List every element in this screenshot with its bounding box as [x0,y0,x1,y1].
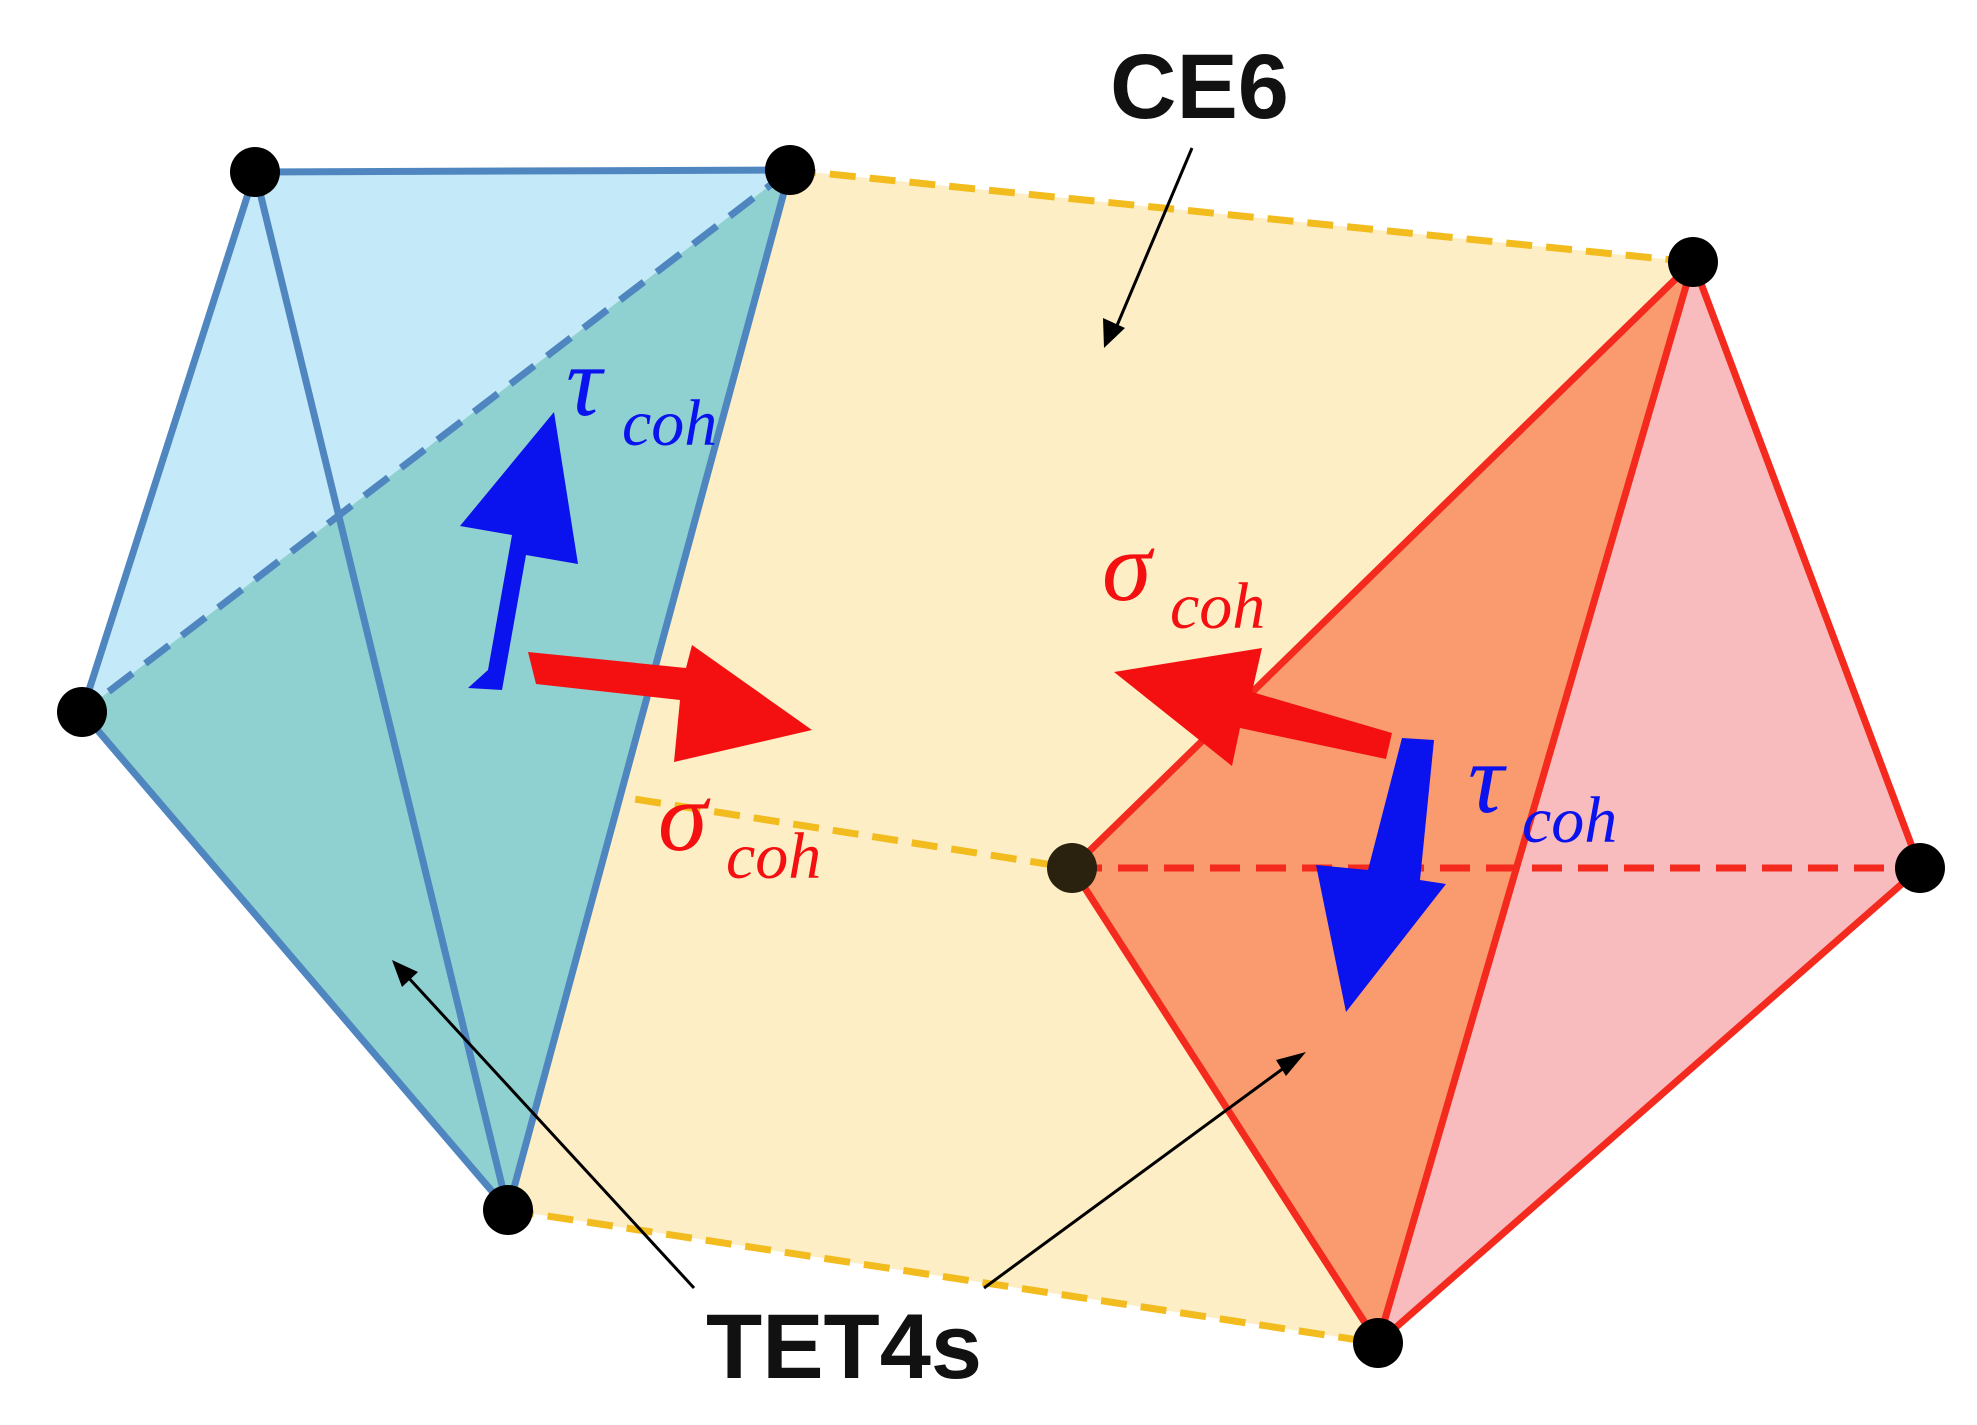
ce6-leader [1111,147,1194,336]
tet4s-label: TET4s [706,1296,982,1398]
tau-symbol-right: τ [1468,723,1507,834]
left-tet4-shaded-face [82,170,790,1210]
ce6-label: CE6 [1110,36,1289,138]
ce6-bottom-edge [507,1206,1379,1347]
node [483,1185,533,1235]
right-normal-arrow [1114,648,1392,766]
traction-arrows [460,412,1446,1012]
leader-arrows [392,147,1306,1290]
left-tet4-inner-edge [251,171,512,1211]
tau-subscript-right: coh [1522,784,1617,857]
node [1047,843,1097,893]
tau-subscript-left: coh [622,387,717,460]
tau-symbol-left: τ [566,326,605,437]
labels: CE6 TET4s τ coh σ coh σ coh τ coh [566,36,1617,1398]
ce6-leader-head [1103,318,1125,348]
right-tet4-back-face [1378,262,1920,1343]
right-tet4-inner-edge [1374,261,1697,1344]
right-tet4-shaded-face [1072,262,1693,1343]
node [57,687,107,737]
tet4s-leader-right-head [1276,1052,1306,1076]
left-shear-arrow [460,412,578,690]
ce6-top-edge [789,166,1694,266]
right-tet4 [1069,258,1924,1347]
left-tet4-hidden-edge [79,167,793,715]
nodes [57,145,1945,1368]
sigma-subscript-right: coh [1170,570,1265,643]
sigma-subscript-left: coh [726,820,821,893]
tet4s-leader-left-head [392,960,418,987]
node [765,145,815,195]
tet4s-leader-right [983,1060,1293,1290]
right-shear-arrow [1316,738,1446,1012]
node [1668,237,1718,287]
sigma-symbol-left: σ [658,761,711,872]
node [230,147,280,197]
left-normal-arrow [528,645,812,762]
node [1353,1318,1403,1368]
sigma-symbol-right: σ [1102,511,1155,622]
node [1895,843,1945,893]
tet4s-leader-left [404,973,696,1290]
